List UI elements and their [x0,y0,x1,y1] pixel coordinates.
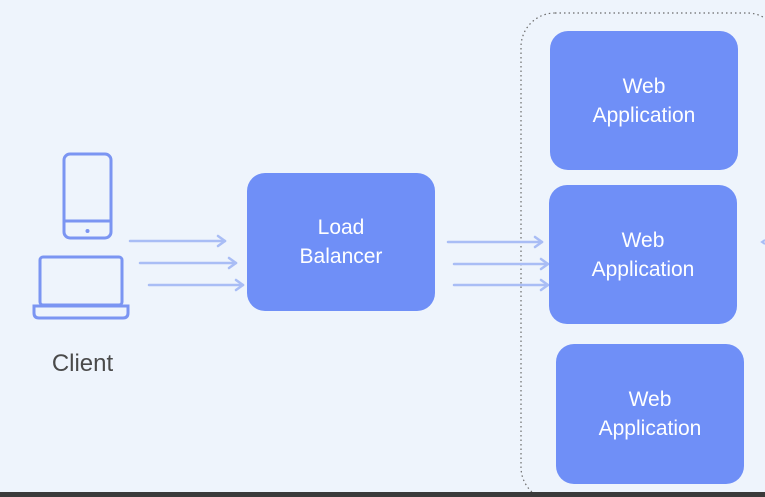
load-balancer-line1: Load [317,216,365,239]
web-application-box-2: Web Application [549,185,737,324]
web-app-1-line2: Application [592,103,696,127]
load-balancer-line2: Balancer [299,245,383,268]
outgoing-arrow-tip [760,239,765,245]
web-application-box-1: Web Application [550,31,738,170]
web-app-2-line2: Application [591,257,695,281]
client-to-lb-arrows [128,234,245,292]
phone-icon [62,152,113,240]
web-app-2-line1: Web [621,228,665,252]
web-app-3-line2: Application [598,417,702,440]
load-balancer-box: Load Balancer [247,173,435,311]
laptop-icon [32,255,130,320]
bottom-bar [0,492,765,497]
web-app-3-line1: Web [628,388,672,411]
web-application-box-3: Web Application [556,344,744,484]
web-app-1-line1: Web [622,74,666,98]
web-app-group-border [520,12,765,497]
lb-to-web-arrows [446,235,550,292]
client-label: Client [51,350,114,377]
